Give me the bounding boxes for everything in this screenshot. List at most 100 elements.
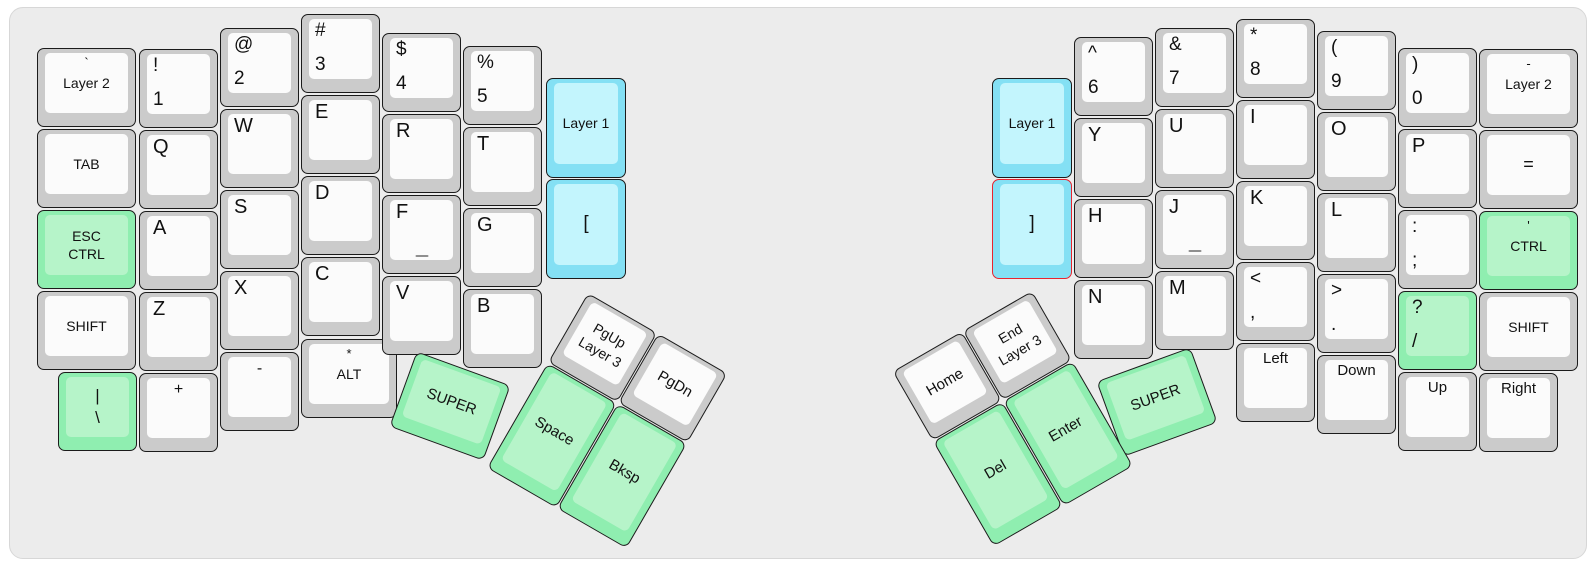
keycap-top [554, 83, 618, 164]
homing-bar [1188, 249, 1201, 252]
keycap-top [1082, 123, 1145, 183]
key-y[interactable]: Y [1074, 118, 1153, 197]
keycap-top [1487, 135, 1570, 195]
key-o[interactable]: O [1317, 112, 1396, 191]
keycap-top [228, 195, 291, 255]
keycap-top [1325, 279, 1388, 339]
key-g[interactable]: G [463, 208, 542, 287]
key-paren-9[interactable]: (9 [1317, 31, 1396, 110]
key-arrow-up[interactable]: Up [1398, 372, 1477, 451]
keycap-top [1082, 204, 1145, 264]
keycap-top [1487, 378, 1550, 438]
key-w[interactable]: W [220, 109, 299, 188]
key-percent-5[interactable]: %5 [463, 46, 542, 125]
key-layer1-right[interactable]: Layer 1 [992, 78, 1072, 178]
key-quote-ctrl[interactable]: 'CTRL [1479, 211, 1578, 290]
keycap-top [228, 357, 291, 417]
key-layer1-left[interactable]: Layer 1 [546, 78, 626, 178]
keycap-top [1487, 216, 1570, 276]
key-shift-right[interactable]: SHIFT [1479, 292, 1578, 371]
key-tab[interactable]: TAB [37, 129, 136, 208]
keycap-top [1244, 24, 1307, 84]
key-question-slash[interactable]: ?/ [1398, 291, 1477, 370]
keycap-top [147, 54, 210, 114]
keycap-top [1487, 297, 1570, 357]
key-u[interactable]: U [1155, 109, 1234, 188]
keycap-top [390, 200, 453, 260]
key-minus-left[interactable]: - [220, 352, 299, 431]
key-shift-left[interactable]: SHIFT [37, 291, 136, 370]
key-m[interactable]: M [1155, 271, 1234, 350]
keycap-top [147, 135, 210, 195]
key-greater-period[interactable]: >. [1317, 274, 1396, 353]
key-p[interactable]: P [1398, 129, 1477, 208]
key-f[interactable]: F [382, 195, 461, 274]
key-equals[interactable]: = [1479, 130, 1578, 209]
key-n[interactable]: N [1074, 280, 1153, 359]
keycap-top [471, 132, 534, 192]
keycap-top [45, 53, 128, 113]
key-open-bracket[interactable]: [ [546, 179, 626, 279]
key-v[interactable]: V [382, 276, 461, 355]
keycap-top [1163, 114, 1226, 174]
keycap-top [1244, 348, 1307, 408]
key-asterisk-8[interactable]: *8 [1236, 19, 1315, 98]
keycap-top [1082, 285, 1145, 345]
key-dollar-4[interactable]: $4 [382, 33, 461, 112]
key-h[interactable]: H [1074, 199, 1153, 278]
keycap-top [45, 215, 128, 275]
keycap-top [228, 276, 291, 336]
key-arrow-right[interactable]: Right [1479, 373, 1558, 452]
key-minus-layer2[interactable]: -Layer 2 [1479, 49, 1578, 128]
key-esc-ctrl[interactable]: ESC CTRL [37, 210, 136, 289]
keycap-top [1105, 354, 1206, 441]
key-layer2-left[interactable]: `Layer 2 [37, 48, 136, 127]
key-l[interactable]: L [1317, 193, 1396, 272]
keycap-top [1163, 33, 1226, 93]
key-plus[interactable]: + [139, 373, 218, 452]
key-r[interactable]: R [382, 114, 461, 193]
key-s[interactable]: S [220, 190, 299, 269]
keycap-top [45, 296, 128, 356]
keycap-top [554, 184, 618, 265]
keycap-top [1325, 36, 1388, 96]
key-b[interactable]: B [463, 289, 542, 368]
key-paren-0[interactable]: )0 [1398, 48, 1477, 127]
keycap-top [1406, 53, 1469, 113]
key-c[interactable]: C [301, 257, 380, 336]
keycap-top [1082, 42, 1145, 102]
keycap-top [1325, 198, 1388, 258]
key-arrow-left[interactable]: Left [1236, 343, 1315, 422]
key-t[interactable]: T [463, 127, 542, 206]
key-q[interactable]: Q [139, 130, 218, 209]
key-x[interactable]: X [220, 271, 299, 350]
key-at-2[interactable]: @2 [220, 28, 299, 107]
keycap-top [309, 19, 372, 79]
key-pipe-backslash[interactable]: | \ [58, 372, 137, 451]
key-d[interactable]: D [301, 176, 380, 255]
keycap-top [147, 216, 210, 276]
key-hash-3[interactable]: #3 [301, 14, 380, 93]
key-i[interactable]: I [1236, 100, 1315, 179]
key-z[interactable]: Z [139, 292, 218, 371]
key-j[interactable]: J [1155, 190, 1234, 269]
key-a[interactable]: A [139, 211, 218, 290]
key-colon-semicolon[interactable]: :; [1398, 210, 1477, 289]
keycap-top [1000, 83, 1064, 164]
keycap-top [390, 38, 453, 98]
keycap-top [471, 213, 534, 273]
key-exclam-1[interactable]: !1 [139, 49, 218, 128]
key-arrow-down[interactable]: Down [1317, 355, 1396, 434]
keycap-top [45, 134, 128, 194]
key-caret-6[interactable]: ^6 [1074, 37, 1153, 116]
keycap-top [1325, 360, 1388, 420]
keycap-top [1406, 134, 1469, 194]
key-amp-7[interactable]: &7 [1155, 28, 1234, 107]
keycap-top [1163, 276, 1226, 336]
key-close-bracket[interactable]: ] [992, 179, 1072, 279]
key-e[interactable]: E [301, 95, 380, 174]
keycap-top [471, 294, 534, 354]
key-less-comma[interactable]: <, [1236, 262, 1315, 341]
key-k[interactable]: K [1236, 181, 1315, 260]
